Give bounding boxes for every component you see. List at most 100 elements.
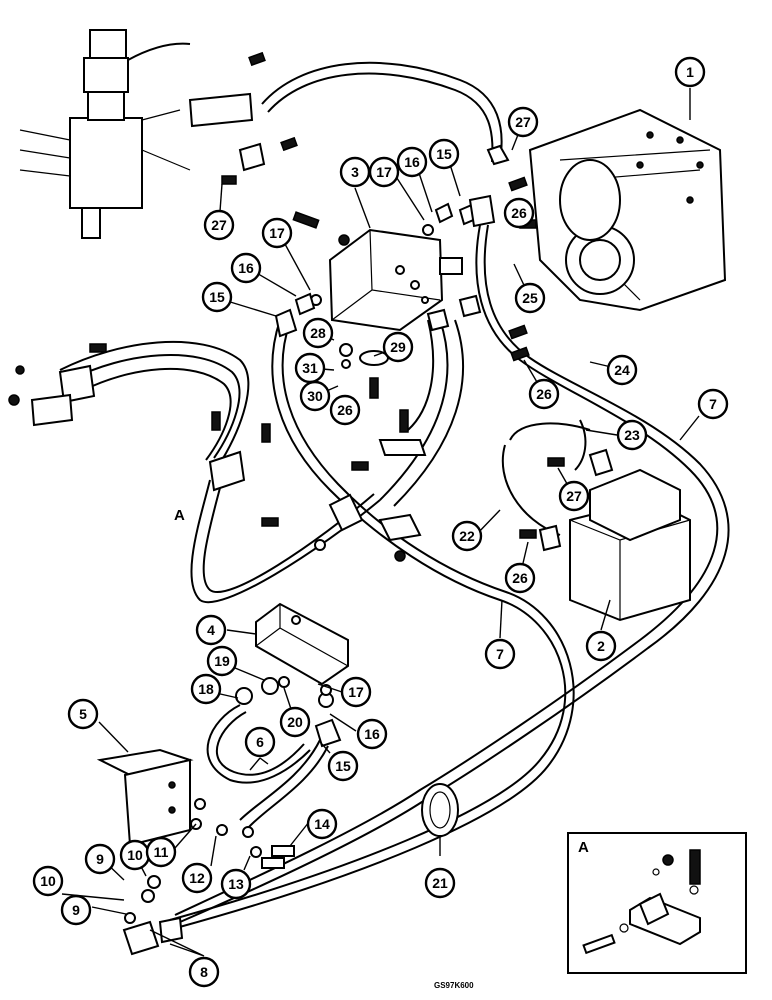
clamp-21 xyxy=(421,783,459,837)
reservoir-2 xyxy=(569,468,691,622)
callout-16-lower: 16 xyxy=(356,718,388,750)
callout-13: 13 xyxy=(220,868,252,900)
inset-detail-a: A xyxy=(567,832,747,974)
callout-22: 22 xyxy=(451,520,483,552)
svg-text:15: 15 xyxy=(209,289,225,305)
svg-text:19: 19 xyxy=(214,653,230,669)
callout-15-top: 15 xyxy=(428,138,460,170)
svg-text:13: 13 xyxy=(228,876,244,892)
callout-16-left: 16 xyxy=(230,252,262,284)
svg-text:15: 15 xyxy=(436,146,452,162)
svg-text:14: 14 xyxy=(314,816,330,832)
callout-17-left: 17 xyxy=(261,217,293,249)
svg-text:16: 16 xyxy=(238,260,254,276)
callouts: 1 2 3 4 5 6 7 7 8 9 9 10 10 11 12 13 14 … xyxy=(32,56,729,988)
svg-text:2: 2 xyxy=(597,638,605,654)
svg-text:24: 24 xyxy=(614,362,630,378)
svg-text:26: 26 xyxy=(511,205,527,221)
callout-9-lower: 9 xyxy=(60,894,92,926)
hose-lines xyxy=(59,61,730,929)
callout-11: 11 xyxy=(145,836,177,868)
callout-1: 1 xyxy=(674,56,706,88)
callout-23: 23 xyxy=(616,419,648,451)
svg-text:23: 23 xyxy=(624,427,640,443)
svg-text:22: 22 xyxy=(459,528,475,544)
callout-10-upper: 10 xyxy=(119,839,151,871)
figure-reference-code: GS97K600 xyxy=(434,981,474,990)
svg-text:16: 16 xyxy=(404,154,420,170)
svg-text:5: 5 xyxy=(79,706,87,722)
svg-text:17: 17 xyxy=(269,225,285,241)
svg-text:27: 27 xyxy=(515,114,531,130)
callout-15-left: 15 xyxy=(201,281,233,313)
pedal-5 xyxy=(96,748,194,847)
callout-12: 12 xyxy=(181,862,213,894)
leader-lines xyxy=(61,88,700,957)
callout-27-right: 27 xyxy=(558,480,590,512)
callout-24: 24 xyxy=(606,354,638,386)
svg-text:1: 1 xyxy=(686,64,694,80)
callout-8: 8 xyxy=(188,956,220,988)
callout-9-upper: 9 xyxy=(84,843,116,875)
callout-21: 21 xyxy=(424,867,456,899)
svg-text:21: 21 xyxy=(432,875,448,891)
callout-7-center: 7 xyxy=(484,638,516,670)
svg-text:15: 15 xyxy=(335,758,351,774)
callout-20: 20 xyxy=(279,706,311,738)
callout-15-lower: 15 xyxy=(327,750,359,782)
svg-text:9: 9 xyxy=(72,902,80,918)
callout-7-right: 7 xyxy=(697,388,729,420)
group-label-a: A xyxy=(174,507,185,524)
callout-28: 28 xyxy=(302,317,334,349)
svg-text:17: 17 xyxy=(376,164,392,180)
svg-text:17: 17 xyxy=(348,684,364,700)
svg-text:7: 7 xyxy=(709,396,717,412)
callout-29: 29 xyxy=(382,331,414,363)
svg-text:20: 20 xyxy=(287,714,303,730)
callout-17-top: 17 xyxy=(368,156,400,188)
svg-text:16: 16 xyxy=(364,726,380,742)
svg-text:6: 6 xyxy=(256,734,264,750)
callout-17-lower: 17 xyxy=(340,676,372,708)
callout-16-top: 16 xyxy=(396,146,428,178)
svg-text:29: 29 xyxy=(390,339,406,355)
callout-31: 31 xyxy=(294,352,326,384)
svg-text:7: 7 xyxy=(496,646,504,662)
callout-25: 25 xyxy=(514,282,546,314)
top-left-valve xyxy=(19,29,191,239)
svg-text:30: 30 xyxy=(307,388,323,404)
svg-text:25: 25 xyxy=(522,290,538,306)
valve-block-4 xyxy=(255,602,349,686)
svg-text:12: 12 xyxy=(189,870,205,886)
svg-text:4: 4 xyxy=(207,622,215,638)
callout-27-top: 27 xyxy=(507,106,539,138)
callout-26-top: 26 xyxy=(503,197,535,229)
manifold-block-3 xyxy=(328,228,463,332)
svg-text:10: 10 xyxy=(40,873,56,889)
callout-18: 18 xyxy=(190,673,222,705)
callout-6: 6 xyxy=(244,726,276,758)
svg-text:26: 26 xyxy=(337,402,353,418)
svg-text:11: 11 xyxy=(154,844,169,860)
callout-14: 14 xyxy=(306,808,338,840)
svg-text:31: 31 xyxy=(302,360,318,376)
callout-27-left: 27 xyxy=(203,209,235,241)
small-fittings xyxy=(8,51,614,956)
svg-text:27: 27 xyxy=(211,217,227,233)
callout-10-lower: 10 xyxy=(32,865,64,897)
callout-26-right: 26 xyxy=(528,378,560,410)
svg-text:9: 9 xyxy=(96,851,104,867)
callout-5: 5 xyxy=(67,698,99,730)
callout-30: 30 xyxy=(299,380,331,412)
svg-text:28: 28 xyxy=(310,325,326,341)
svg-text:26: 26 xyxy=(536,386,552,402)
svg-text:3: 3 xyxy=(351,164,359,180)
callout-2: 2 xyxy=(585,630,617,662)
svg-text:10: 10 xyxy=(127,847,143,863)
svg-text:8: 8 xyxy=(200,964,208,980)
svg-text:18: 18 xyxy=(198,681,214,697)
callout-26-center: 26 xyxy=(329,394,361,426)
callout-3: 3 xyxy=(339,156,371,188)
